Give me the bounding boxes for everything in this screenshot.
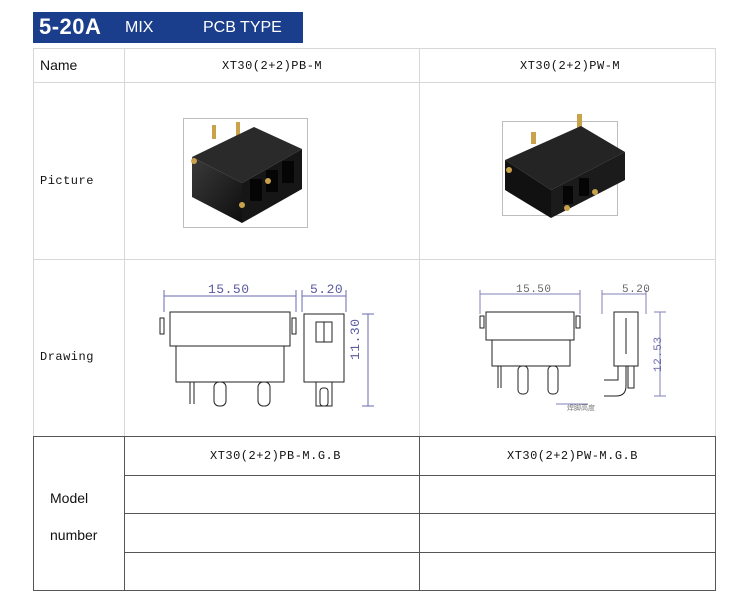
name-label: Name [40, 57, 78, 73]
drawing-label: Drawing [40, 350, 94, 364]
connector-photo-pw [502, 114, 625, 218]
col1-model-number: XT30(2+2)PB-M.G.B [210, 449, 341, 463]
depth-dimension: 5.20 [622, 284, 651, 296]
series-header: 5-20A MIX PCB TYPE [33, 12, 303, 43]
height-dimension: 11.30 [348, 318, 363, 360]
col2-product-name: XT30(2+2)PW-M [520, 59, 621, 73]
number-label: number [50, 527, 98, 543]
picture-label: Picture [40, 174, 94, 188]
col1-product-name: XT30(2+2)PB-M [222, 59, 323, 73]
width-dimension: 15.50 [516, 284, 552, 296]
col2-model-number: XT30(2+2)PW-M.G.B [507, 449, 638, 463]
model-label: Model [50, 490, 89, 506]
height-dimension: 12.53 [653, 336, 665, 372]
solder-height-note: 焊脚高度 [567, 404, 595, 412]
series-title: 5-20A [39, 14, 102, 39]
width-dimension: 15.50 [208, 282, 250, 297]
connector-photo-pb [183, 118, 308, 228]
mix-label: MIX [125, 19, 154, 36]
depth-dimension: 5.20 [310, 282, 344, 297]
type-label: PCB TYPE [203, 19, 282, 36]
